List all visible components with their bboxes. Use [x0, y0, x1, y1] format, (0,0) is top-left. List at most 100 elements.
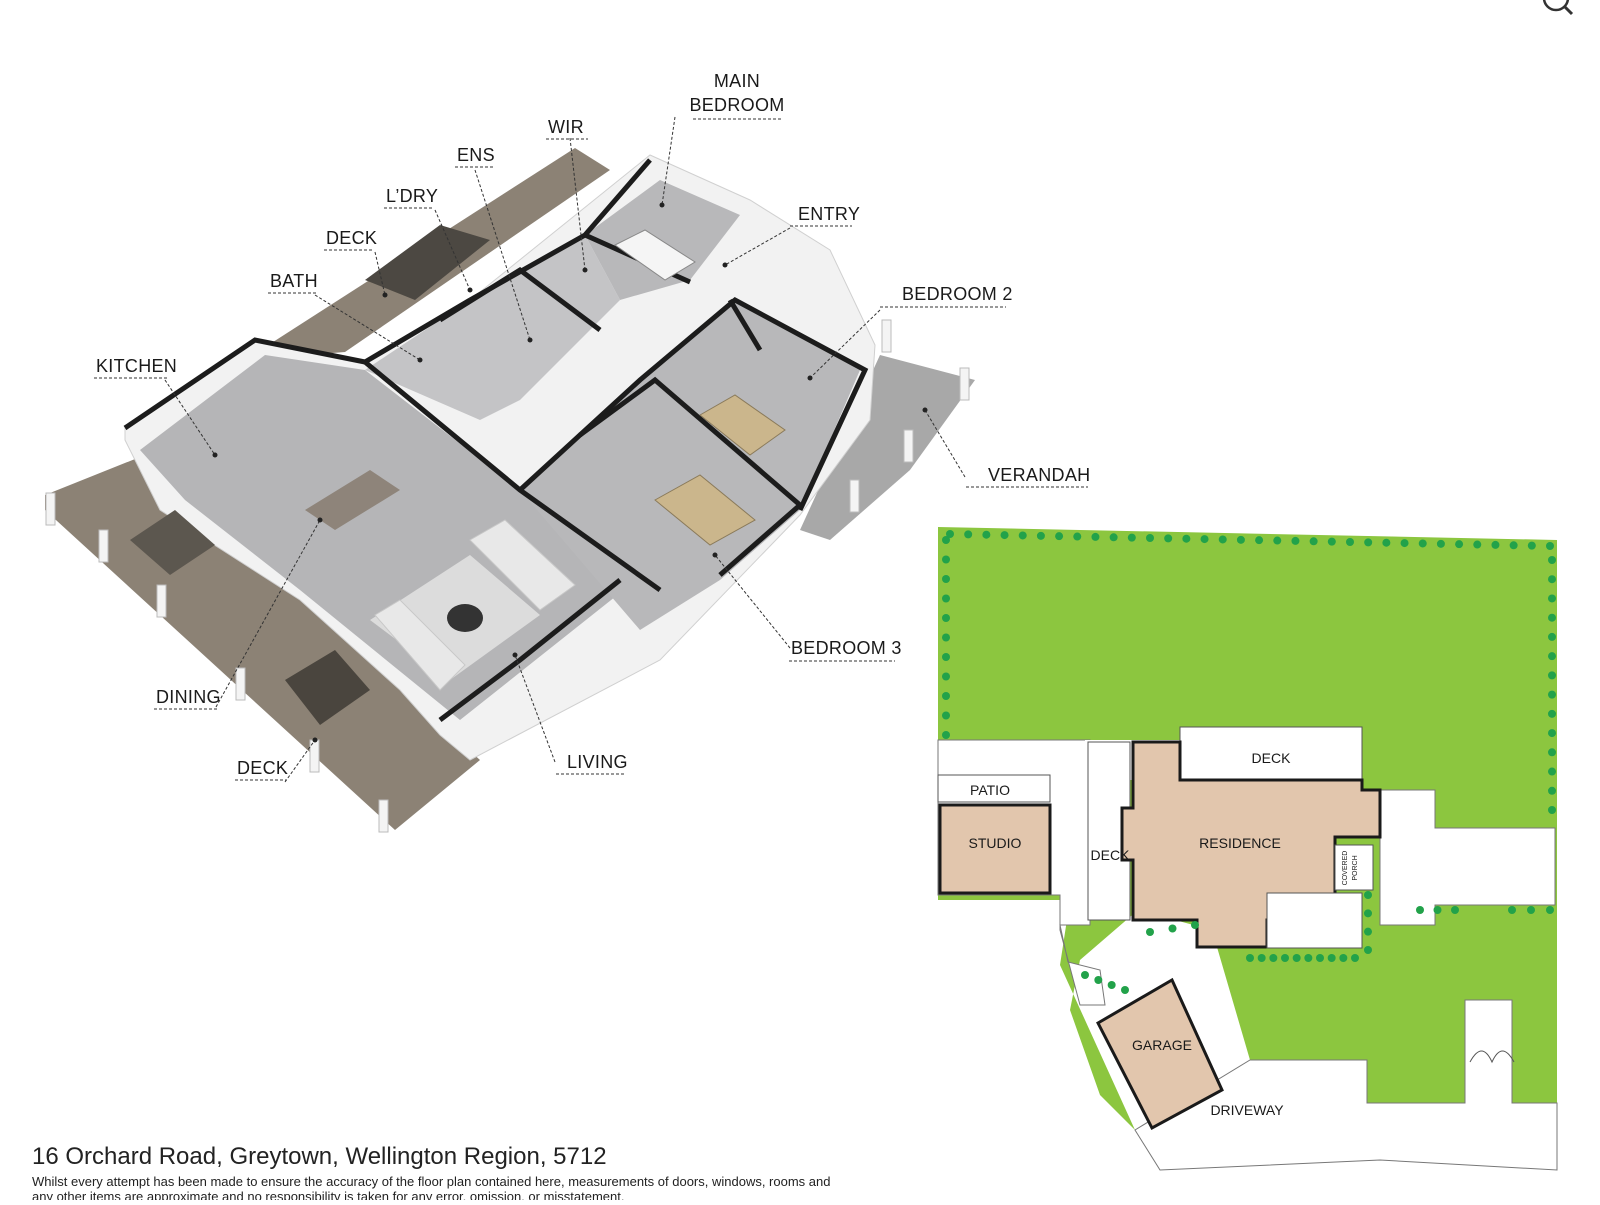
- site-plan: DECK PATIO STUDIO DECK RESIDENCE COVERED…: [937, 527, 1558, 1171]
- hedge-shrub: [1255, 536, 1264, 545]
- verandah-surface: [800, 355, 975, 540]
- right-path: [1379, 789, 1556, 926]
- hedge-shrub: [942, 672, 950, 681]
- hedge-shrub: [1400, 539, 1409, 548]
- hedge-shrub: [1548, 613, 1556, 622]
- hedge-shrub: [1339, 954, 1348, 962]
- hedge-shrub: [1364, 538, 1373, 547]
- label-laundry: L’DRY: [386, 186, 438, 206]
- room-leader-dots: [212, 202, 928, 743]
- site-deck-bottom: [1266, 892, 1363, 949]
- hedge-shrub: [1127, 533, 1136, 542]
- hedge-shrub: [1364, 946, 1372, 954]
- hedge-shrub: [1548, 671, 1556, 680]
- bedroom-wing-floor: [520, 300, 860, 630]
- label-wir: WIR: [548, 117, 584, 137]
- hedge-shrub: [942, 614, 950, 622]
- property-address: 16 Orchard Road, Greytown, Wellington Re…: [32, 1143, 607, 1170]
- front-deck-lounge: [130, 510, 215, 575]
- hedge-shrub: [1327, 537, 1336, 546]
- hedge-shrub: [1548, 575, 1556, 584]
- room-labels: MAIN BEDROOM WIR ENS L’DRY DECK BATH KIT…: [94, 71, 1090, 781]
- hedge-shrub: [1000, 531, 1009, 540]
- label-bath: BATH: [270, 271, 318, 291]
- hedge-shrub: [942, 555, 950, 564]
- hedge-shrub: [1455, 540, 1464, 549]
- hedge-shrub: [1364, 891, 1372, 899]
- hedge-shrub: [1316, 954, 1324, 962]
- hedge-shrub: [1473, 540, 1482, 549]
- site-label-residence: RESIDENCE: [1199, 835, 1281, 851]
- dining-table: [305, 470, 400, 530]
- wet-area-floor: [365, 235, 620, 420]
- hedge-shrub: [1146, 534, 1154, 542]
- site-label-covered-porch-line1: COVERED: [1342, 851, 1349, 886]
- hedge-shrub: [942, 594, 950, 603]
- site-label-driveway: DRIVEWAY: [1210, 1102, 1284, 1118]
- hedge-shrub: [1364, 927, 1372, 936]
- hedge-shrub: [1527, 906, 1535, 914]
- hedge-shrub: [1164, 534, 1173, 543]
- hedge-shrub: [1309, 537, 1318, 546]
- hedge-shrub: [1269, 954, 1278, 962]
- hedge-shrub: [1548, 767, 1556, 776]
- hedge-shrub: [1292, 954, 1301, 962]
- hedge-shrub: [1109, 533, 1118, 542]
- site-gate: [1469, 1050, 1515, 1064]
- hedge-shrub: [1548, 786, 1556, 795]
- hedge-shrub: [964, 530, 973, 539]
- driveway-surface: [1134, 999, 1558, 1171]
- hedge-shrub: [1107, 981, 1116, 989]
- bed-bedroom-2: [699, 394, 786, 456]
- hedge-shrub: [1508, 906, 1516, 914]
- hedge-shrub: [1382, 538, 1391, 547]
- hedge-shrub: [1416, 906, 1424, 914]
- hedge-shrub: [1121, 986, 1129, 994]
- hedge-shrub: [1451, 906, 1459, 914]
- hedge-shrub: [1548, 652, 1556, 661]
- hedge-shrub: [1548, 594, 1556, 603]
- site-studio: [938, 803, 1052, 895]
- hedge-shrub: [1218, 535, 1227, 544]
- hedge-shrub: [1509, 541, 1518, 550]
- hedge-shrub: [942, 536, 950, 544]
- hedge-shrub: [1236, 535, 1245, 544]
- site-label-patio: PATIO: [970, 782, 1010, 798]
- hedge-shrub: [1548, 748, 1556, 757]
- bed-bedroom-3: [654, 474, 756, 546]
- front-deck-chairs: [285, 650, 370, 725]
- magnifier-icon[interactable]: [1536, 0, 1576, 20]
- label-kitchen: KITCHEN: [96, 356, 177, 376]
- hedge-shrub: [1546, 906, 1554, 914]
- hedge-shrub: [942, 653, 950, 661]
- hedge-shrub: [1527, 541, 1536, 550]
- hedge-shrub: [1548, 729, 1556, 738]
- site-label-covered-porch-line2: PORCH: [1352, 855, 1359, 880]
- living-sofa: [469, 519, 576, 611]
- label-dining: DINING: [156, 687, 221, 707]
- deck-posts: [45, 319, 970, 833]
- label-ens: ENS: [457, 145, 495, 165]
- hedge-shrub: [1036, 531, 1045, 540]
- label-verandah: VERANDAH: [988, 465, 1090, 485]
- hedge-shrub: [1191, 921, 1199, 929]
- hedge-shrub: [946, 530, 954, 538]
- hedge-shrub: [942, 711, 950, 720]
- hedge-shrub: [1418, 539, 1427, 548]
- hedge-shrub: [1346, 538, 1354, 546]
- hedge-shrub: [942, 692, 950, 700]
- hedge: [942, 530, 1556, 994]
- bed-main: [614, 229, 696, 281]
- hedge-shrub: [1094, 976, 1103, 984]
- site-label-studio: STUDIO: [969, 835, 1022, 851]
- site-label-garage: GARAGE: [1132, 1037, 1192, 1053]
- hedge-shrub: [1548, 806, 1556, 814]
- hedge-shrub: [982, 530, 991, 539]
- label-bedroom-3: BEDROOM 3: [791, 638, 902, 658]
- label-front-deck: DECK: [237, 758, 288, 778]
- floor-plan-disclaimer: Whilst every attempt has been made to en…: [32, 1174, 831, 1200]
- hedge-shrub: [1081, 971, 1089, 979]
- hedge-shrub: [1548, 632, 1556, 641]
